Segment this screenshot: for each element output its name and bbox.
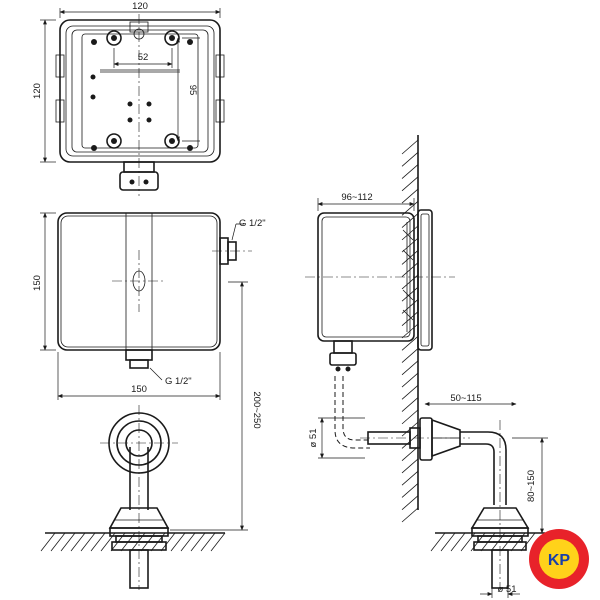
dim-offset: 50~115 (450, 393, 481, 404)
hatch-line (190, 532, 206, 552)
hatch-line (120, 532, 136, 552)
hatch-line (40, 532, 56, 552)
dim-front-height: 150 (32, 275, 43, 291)
hatch-line (401, 385, 419, 400)
hatch-line (460, 532, 476, 552)
hatch-line (70, 532, 86, 552)
hatch-line (401, 237, 419, 253)
top-view: 120 120 52 95 (32, 1, 225, 196)
side-view: 96~112 50~115 ø 51 80~150 ø 51 (305, 135, 548, 598)
label-thread-side: G 1/2" (239, 218, 266, 229)
dim-hole-spacing-v: 95 (187, 85, 198, 96)
dim-top-height: 120 (32, 83, 43, 99)
floor-hatch (40, 532, 226, 552)
hatch-line (401, 323, 419, 339)
hatch-line (401, 225, 419, 241)
logo-text: KP (548, 552, 571, 569)
hatch-line (160, 532, 176, 552)
mounting-hole (106, 133, 122, 149)
mounting-hole (164, 133, 180, 149)
hatch-line (110, 532, 126, 552)
hatch-line (90, 532, 106, 552)
hatch-line (401, 274, 419, 290)
hatch-line (401, 470, 419, 486)
hatch-line (520, 532, 536, 552)
hatch-line (401, 286, 419, 302)
hatch-line (100, 532, 116, 552)
hatch-line (401, 372, 419, 388)
hatch-line (450, 532, 466, 552)
hatch-line (490, 532, 506, 552)
hatch-line (80, 532, 96, 552)
hatch-line (510, 532, 526, 552)
label-thread-bottom: G 1/2" (165, 376, 192, 387)
hatch-line (170, 532, 186, 552)
wall-hatch (401, 139, 419, 523)
hatch-line (401, 434, 419, 449)
mounting-hole (106, 30, 122, 46)
hatch-line (401, 483, 419, 498)
hatch-line (130, 532, 146, 552)
dim-install-height: 200~250 (251, 391, 262, 428)
hatch-line (401, 421, 419, 437)
hatch-line (401, 188, 419, 204)
front-view: G 1/2" G 1/2" 150 150 200~250 (32, 212, 266, 531)
dim-top-width: 120 (132, 1, 148, 12)
floor-outlet-view (45, 405, 225, 590)
hatch-line (401, 495, 419, 511)
hatch-line (401, 458, 419, 474)
hatch-line (401, 250, 419, 265)
hatch-line (401, 139, 419, 155)
dim-pipe-diameter-right: ø 51 (497, 584, 516, 595)
hatch-line (401, 213, 419, 228)
hatch-line (401, 446, 419, 461)
hatch-line (401, 348, 419, 363)
hatch-line (401, 311, 419, 327)
hatch-line (480, 532, 496, 552)
hatch-line (401, 335, 419, 351)
floor-hatch (430, 532, 546, 552)
dim-hole-spacing-h: 52 (138, 52, 149, 63)
hatch-line (401, 151, 419, 167)
hatch-line (401, 164, 419, 179)
hatch-line (60, 532, 76, 552)
dim-depth: 96~112 (341, 192, 372, 203)
hatch-line (430, 532, 446, 552)
hatch-line (440, 532, 456, 552)
hatch-line (50, 532, 66, 552)
hatch-line (500, 532, 516, 552)
hatch-line (401, 299, 419, 314)
hatch-line (401, 201, 419, 216)
hatch-line (401, 507, 419, 523)
hatch-line (401, 262, 419, 277)
hatch-line (150, 532, 166, 552)
hatch-line (210, 532, 226, 552)
hatch-line (401, 397, 419, 412)
dim-vertical-drop: 80~150 (526, 470, 537, 502)
hatch-line (140, 532, 156, 552)
hatch-line (200, 532, 216, 552)
hatch-line (401, 360, 419, 376)
hatch-line (470, 532, 486, 552)
dim-front-width: 150 (131, 384, 147, 395)
hatch-line (180, 532, 196, 552)
hatch-line (401, 409, 419, 425)
dim-pipe-diameter-left: ø 51 (308, 428, 319, 447)
hatch-line (401, 176, 419, 192)
mounting-hole (164, 30, 180, 46)
kp-logo: KP (529, 529, 589, 589)
